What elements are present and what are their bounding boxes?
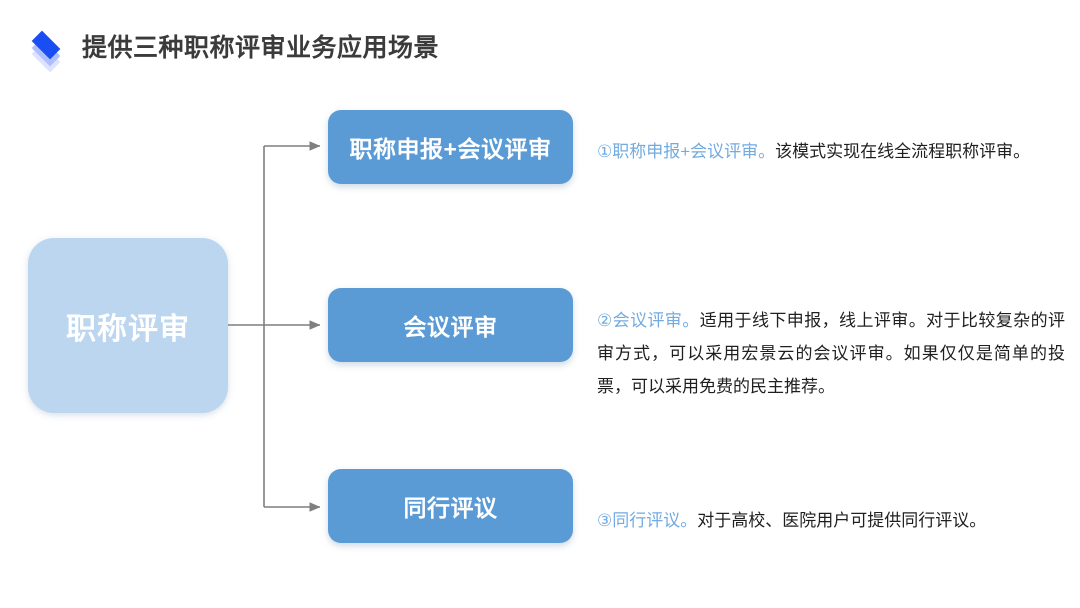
branch-box-1[interactable]: 职称申报+会议评审 (328, 110, 573, 184)
root-node[interactable]: 职称评审 (28, 238, 228, 413)
branch-box-3[interactable]: 同行评议 (328, 469, 573, 543)
branch-description-3-lead: ③同行评议。 (597, 511, 698, 530)
branch-description-2: ②会议评审。适用于线下申报，线上评审。对于比较复杂的评审方式，可以采用宏景云的会… (597, 304, 1065, 403)
branch-description-1: ①职称申报+会议评审。该模式实现在线全流程职称评审。 (597, 135, 1065, 168)
branch-description-2-body: 适用于线下申报，线上评审。对于比较复杂的评审方式，可以采用宏景云的会议评审。如果… (597, 311, 1066, 396)
branch-description-3-body: 对于高校、医院用户可提供同行评议。 (697, 511, 987, 530)
page-title: 提供三种职称评审业务应用场景 (82, 34, 440, 62)
branch-box-2[interactable]: 会议评审 (328, 288, 573, 362)
branch-description-3: ③同行评议。对于高校、医院用户可提供同行评议。 (597, 504, 1065, 537)
branch-description-1-body: 该模式实现在线全流程职称评审。 (775, 142, 1031, 161)
page-header: 提供三种职称评审业务应用场景 (24, 26, 440, 73)
root-node-label: 职称评审 (66, 312, 190, 346)
branch-box-2-label: 会议评审 (403, 314, 498, 340)
branch-description-2-lead: ②会议评审。 (597, 311, 700, 330)
branch-box-1-label: 职称申报+会议评审 (349, 136, 552, 162)
branch-description-1-lead: ①职称申报+会议评审。 (597, 142, 776, 161)
branch-box-3-label: 同行评议 (403, 495, 498, 521)
